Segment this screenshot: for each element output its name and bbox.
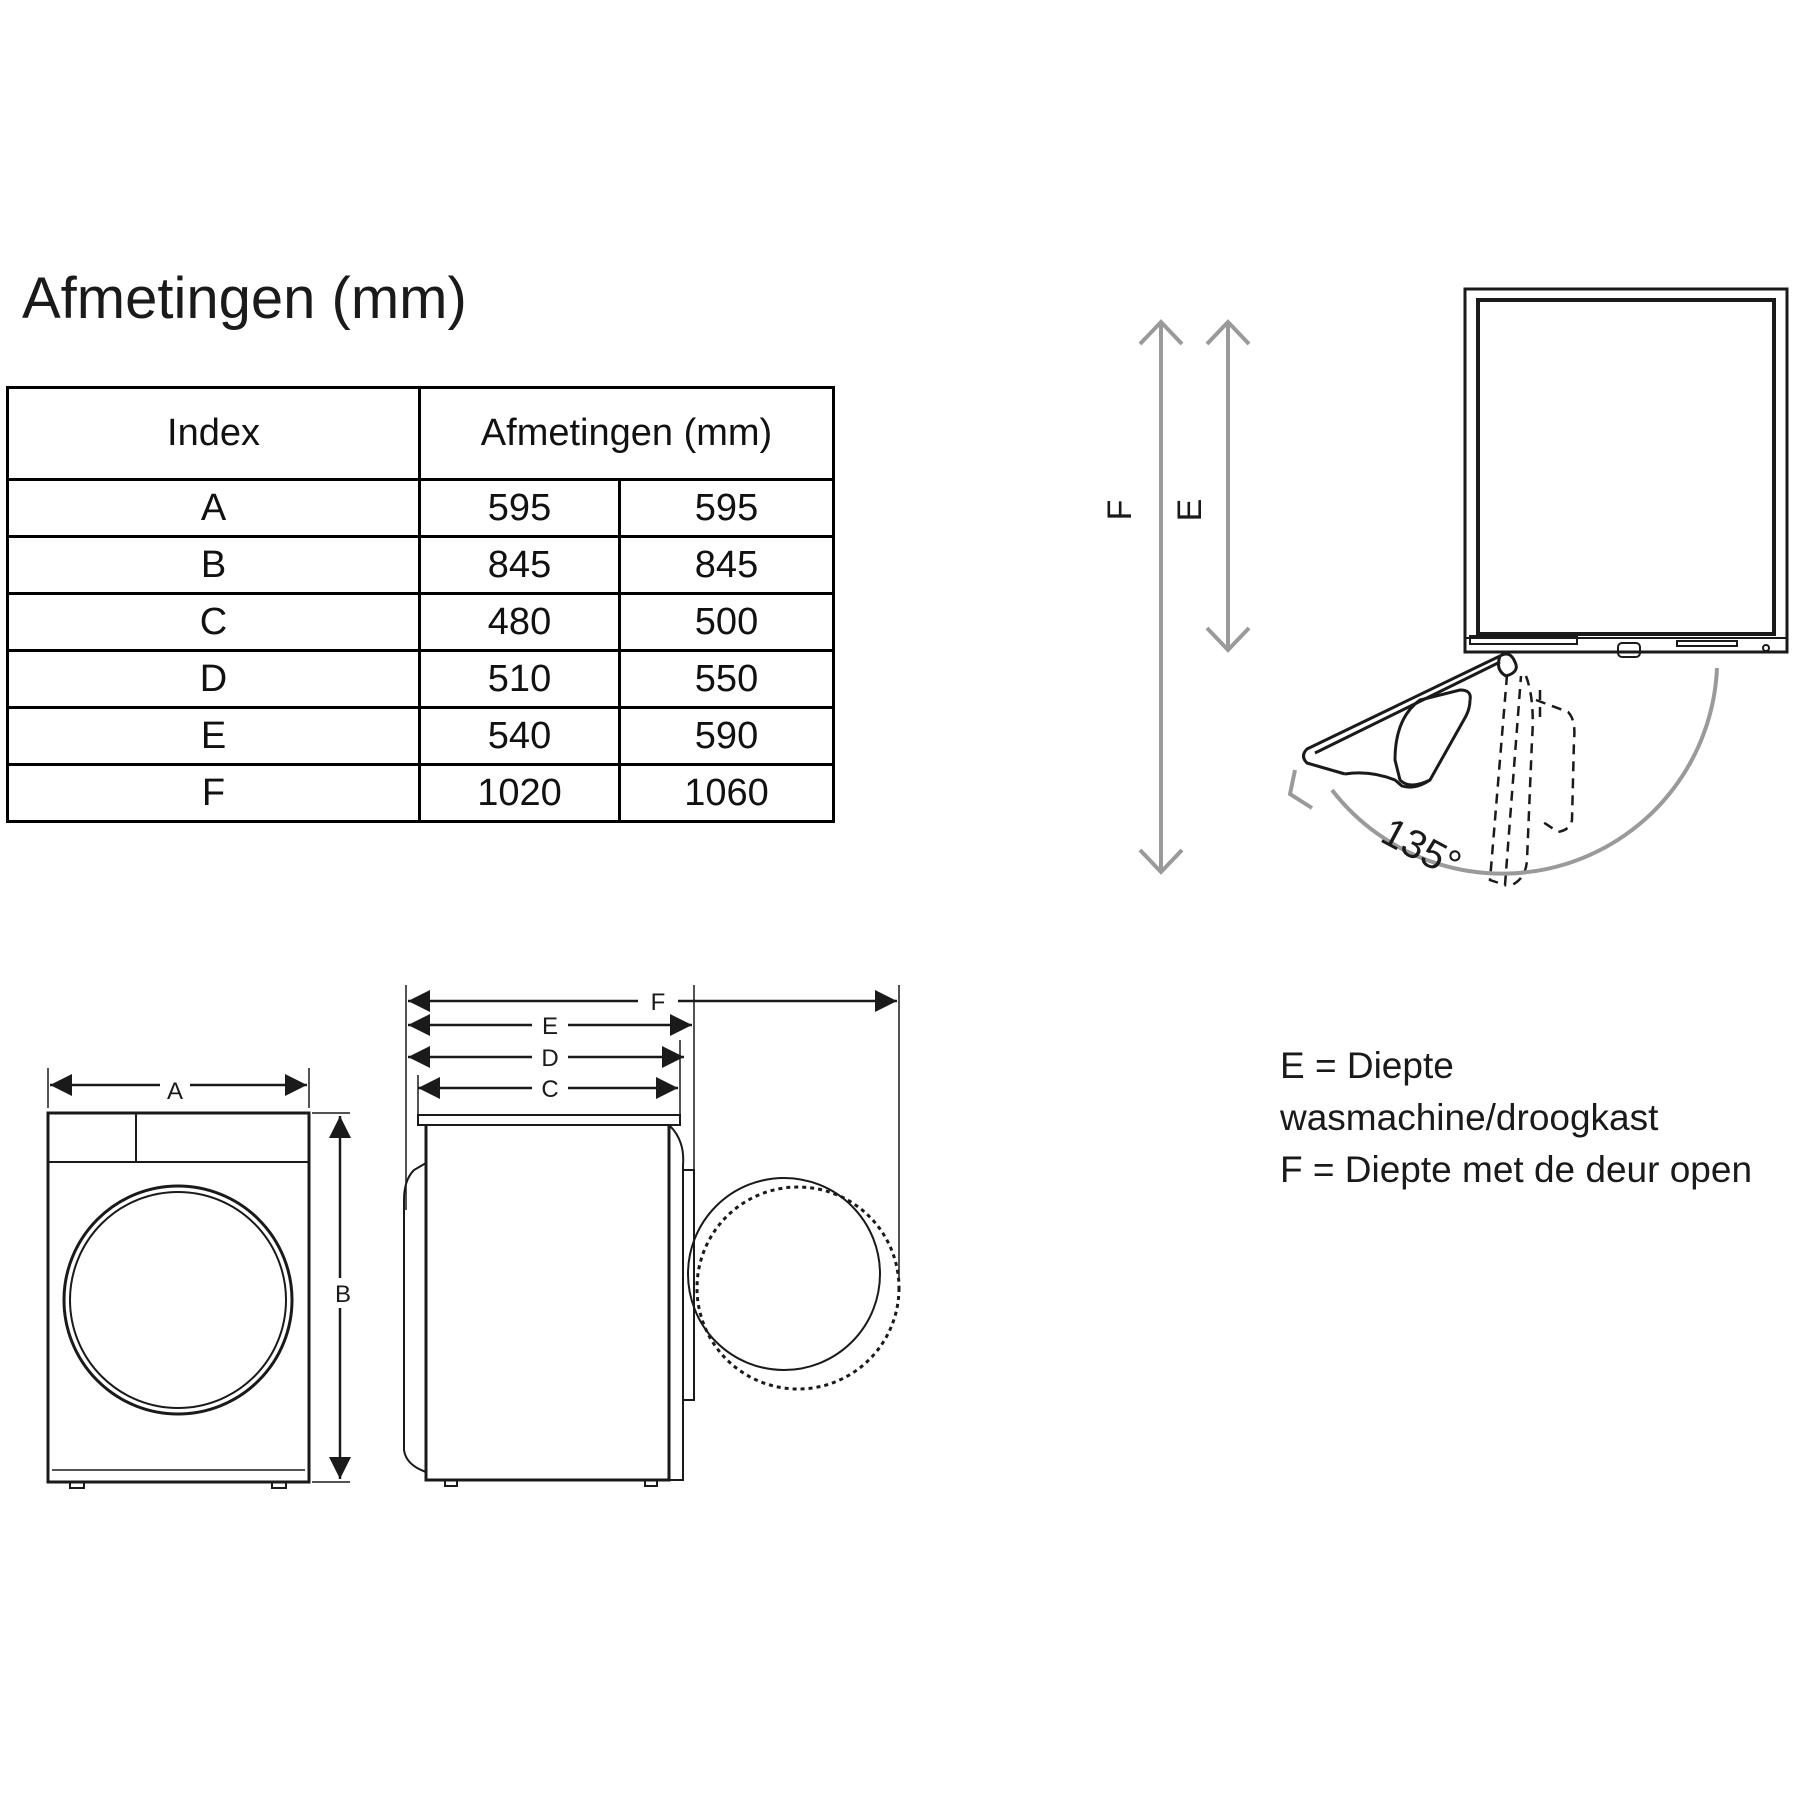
page-title: Afmetingen (mm) — [22, 266, 467, 331]
legend-line-e-cont: wasmachine/droogkast — [1280, 1097, 1659, 1138]
row-value-1: 510 — [418, 649, 621, 709]
row-index: C — [6, 592, 421, 652]
row-index: B — [6, 535, 421, 595]
top-swing-arc — [1287, 667, 1719, 876]
table-row: C 480 500 — [6, 592, 835, 652]
table-row: E 540 590 — [6, 706, 835, 766]
table-row: A 595 595 — [6, 478, 835, 538]
top-label-f: F — [1101, 500, 1139, 521]
front-view: A B — [46, 1068, 354, 1489]
row-index: E — [6, 706, 421, 766]
row-index: A — [6, 478, 421, 538]
side-view: F E D C — [403, 985, 901, 1487]
top-view: F E — [1101, 287, 1789, 888]
dimensions-table: Index Afmetingen (mm) A 595 595 B 845 84… — [6, 386, 835, 823]
side-machine-body — [403, 1114, 695, 1487]
table-row: B 845 845 — [6, 535, 835, 595]
row-index: F — [6, 763, 421, 823]
header-dimensions: Afmetingen (mm) — [418, 386, 835, 481]
table-row: F 1020 1060 — [6, 763, 835, 823]
row-index: D — [6, 649, 421, 709]
row-value-1: 845 — [418, 535, 621, 595]
side-label-f: F — [651, 989, 666, 1016]
side-door-open — [687, 1177, 901, 1391]
row-value-2: 590 — [618, 706, 835, 766]
table-row: D 510 550 — [6, 649, 835, 709]
front-label-a: A — [167, 1078, 183, 1105]
row-value-1: 480 — [418, 592, 621, 652]
legend-line-f: F = Diepte met de deur open — [1280, 1149, 1753, 1190]
row-value-1: 540 — [418, 706, 621, 766]
row-value-2: 550 — [618, 649, 835, 709]
side-label-d: D — [541, 1045, 558, 1072]
row-value-1: 595 — [418, 478, 621, 538]
front-machine-body — [46, 1111, 311, 1489]
top-door-open — [1302, 652, 1518, 789]
top-arrow-e — [1205, 319, 1251, 653]
row-value-2: 845 — [618, 535, 835, 595]
header-index: Index — [6, 386, 421, 481]
row-value-2: 595 — [618, 478, 835, 538]
front-label-b: B — [335, 1281, 351, 1308]
top-angle-label: 135° — [1374, 810, 1468, 888]
side-label-e: E — [542, 1013, 558, 1040]
top-door-closed-dashed — [1488, 674, 1576, 887]
side-label-c: C — [541, 1076, 558, 1103]
top-arrow-f — [1138, 319, 1184, 875]
top-label-e: E — [1171, 499, 1209, 522]
row-value-2: 1060 — [618, 763, 835, 823]
legend: E = Diepte wasmachine/droogkast F = Diep… — [1280, 1040, 1752, 1196]
row-value-2: 500 — [618, 592, 835, 652]
legend-line-e: E = Diepte — [1280, 1045, 1454, 1086]
table-header-row: Index Afmetingen (mm) — [6, 386, 835, 481]
row-value-1: 1020 — [418, 763, 621, 823]
top-machine-body — [1463, 287, 1789, 658]
